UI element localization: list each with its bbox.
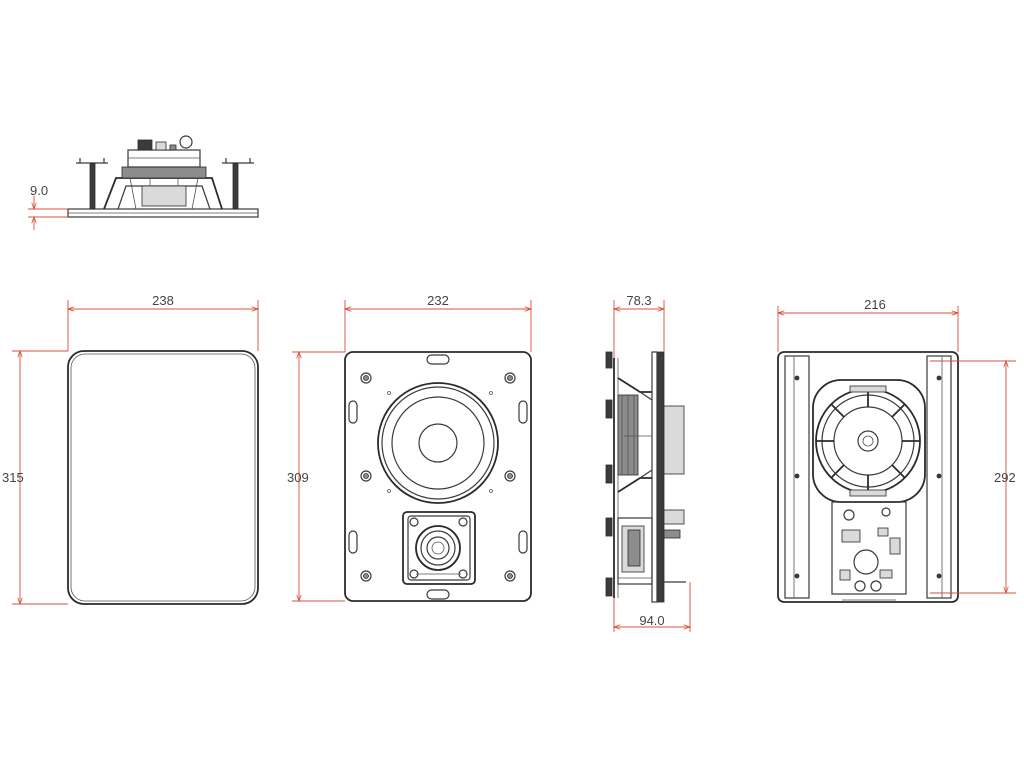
dim-baffle-width: 232 bbox=[345, 293, 531, 352]
woofer-basket bbox=[812, 379, 926, 503]
top-view bbox=[67, 135, 259, 218]
mounting-screws bbox=[360, 372, 516, 582]
dim-label-rear-width: 216 bbox=[864, 297, 886, 312]
dim-rear-width: 216 bbox=[778, 297, 958, 352]
dim-label-grille-height: 315 bbox=[2, 470, 24, 485]
crossover-board bbox=[831, 501, 907, 601]
dim-side-depth-bottom: 94.0 bbox=[614, 582, 690, 632]
dim-label-baffle-height: 309 bbox=[287, 470, 309, 485]
dim-rear-height: 292 bbox=[930, 361, 1016, 593]
dim-label-side-depth-top: 78.3 bbox=[626, 293, 651, 308]
dim-label-side-depth-bottom: 94.0 bbox=[639, 613, 664, 628]
dim-side-depth-top: 78.3 bbox=[614, 293, 664, 358]
tweeter bbox=[402, 511, 476, 585]
dim-grille-height: 315 bbox=[2, 351, 68, 604]
dim-baffle-height: 309 bbox=[287, 352, 345, 601]
rear-view bbox=[777, 351, 959, 603]
baffle-front-view bbox=[344, 351, 532, 602]
woofer bbox=[377, 382, 499, 504]
grille-front-view bbox=[67, 350, 259, 605]
dim-label-baffle-width: 232 bbox=[427, 293, 449, 308]
dim-flange-depth: 9.0 bbox=[28, 183, 68, 230]
dim-label-flange-depth: 9.0 bbox=[30, 183, 48, 198]
dim-label-rear-height: 292 bbox=[994, 470, 1016, 485]
side-view bbox=[605, 351, 686, 603]
dim-grille-width: 238 bbox=[68, 293, 258, 351]
dim-label-grille-width: 238 bbox=[152, 293, 174, 308]
